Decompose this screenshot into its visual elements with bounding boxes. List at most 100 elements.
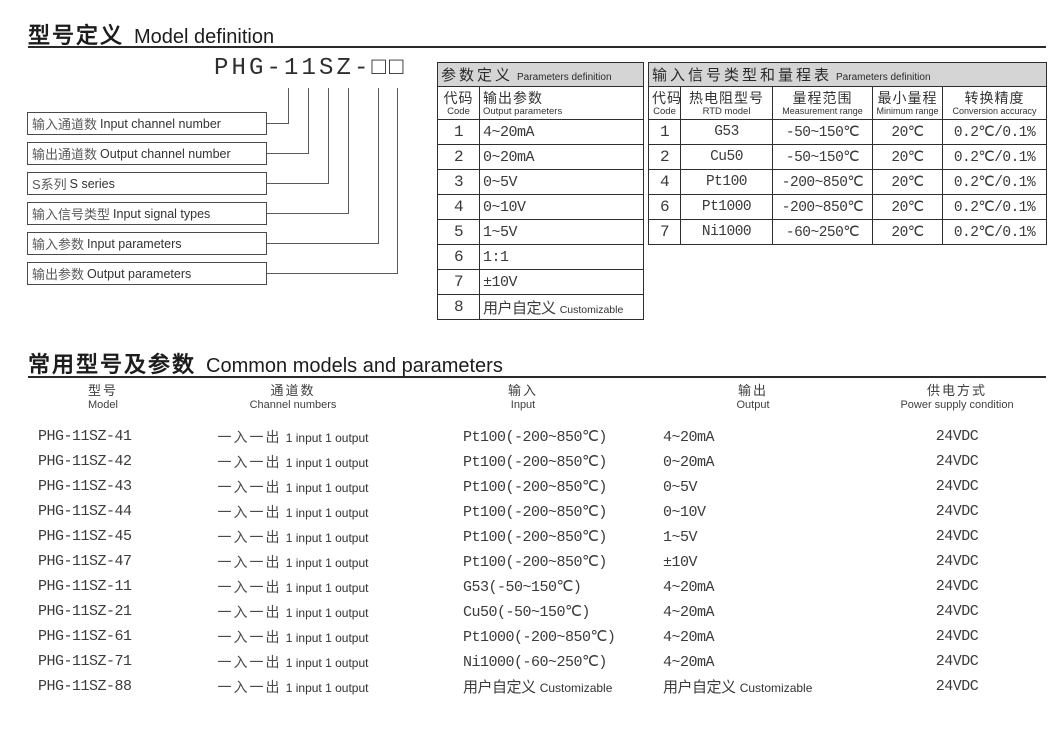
signal-table-title-en: Parameters definition <box>836 72 931 83</box>
cell-power-supply: 24VDC <box>935 553 979 570</box>
cell-input: G53(-50~150℃) <box>463 579 582 596</box>
cell-output: 0~20mA <box>663 453 715 471</box>
cell-rtd-model: Pt1000 <box>680 194 773 220</box>
connector-line-output-parameters <box>267 88 398 274</box>
cell-output: 用户自定义 Customizable <box>663 680 813 697</box>
cell-conversion-accuracy: 0.2℃/0.1% <box>941 119 1048 145</box>
common-models-table: 型号 Model 通道数 Channel numbers 输入 Input 输出… <box>28 382 1046 699</box>
cell-output-parameter: 1:1 <box>478 244 645 270</box>
cell-model: PHG-11SZ-45 <box>38 528 132 545</box>
model-definition-label-box: 输入信号类型 Input signal types <box>27 202 267 225</box>
cell-code: 5 <box>437 219 480 245</box>
cell-model: PHG-11SZ-61 <box>38 628 132 645</box>
signal-table-title-zh: 输入信号类型和量程表 <box>652 67 833 84</box>
cell-rtd-model: G53 <box>680 119 773 145</box>
col-header-input: 输入 Input <box>507 383 538 411</box>
label-zh: 输入参数 <box>32 237 85 252</box>
cell-output-parameter: 4~20mA <box>478 119 645 145</box>
cell-code: 6 <box>648 194 681 220</box>
signal-table-row: 6 Pt1000 -200~850℃ 20℃ 0.2℃/0.1% <box>648 194 1048 220</box>
cell-minimum-range: 20℃ <box>872 169 943 195</box>
cell-model: PHG-11SZ-42 <box>38 453 132 470</box>
common-models-row: PHG-11SZ-61 一入一出 1 input 1 output Pt1000… <box>28 624 1046 649</box>
parameters-table-row: 1 4~20mA <box>437 119 645 145</box>
common-models-row: PHG-11SZ-71 一入一出 1 input 1 output Ni1000… <box>28 649 1046 674</box>
common-models-row: PHG-11SZ-41 一入一出 1 input 1 output Pt100(… <box>28 424 1046 449</box>
cell-input: Pt100(-200~850℃) <box>463 504 607 521</box>
label-zh: 输出通道数 <box>32 147 98 162</box>
col-header-output: 输出 Output <box>736 383 770 411</box>
model-definition-label-box: S系列 S series <box>27 172 267 195</box>
parameters-table-row: 7 ±10V <box>437 269 645 295</box>
common-models-title-en: Common models and parameters <box>206 355 503 377</box>
label-zh: S系列 <box>32 177 67 192</box>
label-zh: 输入通道数 <box>32 117 98 132</box>
cell-code: 7 <box>437 269 480 295</box>
cell-channel-numbers: 一入一出 1 input 1 output <box>217 603 369 620</box>
cell-code: 2 <box>648 144 681 170</box>
parameters-table-title-zh: 参数定义 <box>441 67 514 84</box>
signal-table-row: 4 Pt100 -200~850℃ 20℃ 0.2℃/0.1% <box>648 169 1048 195</box>
cell-power-supply: 24VDC <box>935 503 979 520</box>
cell-channel-numbers: 一入一出 1 input 1 output <box>217 678 369 695</box>
cell-output: 1~5V <box>663 528 698 546</box>
cell-rtd-model: Cu50 <box>680 144 773 170</box>
cell-input: Cu50(-50~150℃) <box>463 604 590 621</box>
cell-minimum-range: 20℃ <box>872 119 943 145</box>
cell-code: 2 <box>437 144 480 170</box>
col-header-minimum-range: 最小量程 Minimum range <box>872 86 943 120</box>
connector-line-s-series <box>267 88 329 184</box>
cell-output: 4~20mA <box>663 603 715 621</box>
cell-power-supply: 24VDC <box>935 628 979 645</box>
cell-conversion-accuracy: 0.2℃/0.1% <box>941 169 1048 195</box>
label-en: Input parameters <box>87 236 182 251</box>
cell-output: 4~20mA <box>663 428 715 446</box>
cell-code: 8 <box>437 294 480 320</box>
cell-code: 3 <box>437 169 480 195</box>
cell-input: Ni1000(-60~250℃) <box>463 654 607 671</box>
common-models-title-zh: 常用型号及参数 <box>28 352 197 377</box>
cell-input: Pt100(-200~850℃) <box>463 454 607 471</box>
parameters-table-row: 8 用户自定义 Customizable <box>437 294 645 320</box>
cell-rtd-model: Pt100 <box>680 169 773 195</box>
cell-channel-numbers: 一入一出 1 input 1 output <box>217 628 369 645</box>
cell-conversion-accuracy: 0.2℃/0.1% <box>941 194 1048 220</box>
cell-input: Pt100(-200~850℃) <box>463 479 607 496</box>
cell-channel-numbers: 一入一出 1 input 1 output <box>217 653 369 670</box>
label-en: S series <box>69 176 115 191</box>
cell-output-parameter: 用户自定义 Customizable <box>478 294 645 320</box>
common-models-row: PHG-11SZ-45 一入一出 1 input 1 output Pt100(… <box>28 524 1046 549</box>
common-models-row: PHG-11SZ-21 一入一出 1 input 1 output Cu50(-… <box>28 599 1046 624</box>
model-definition-label-box: 输入参数 Input parameters <box>27 232 267 255</box>
col-header-code: 代码 Code <box>437 86 480 120</box>
cell-model: PHG-11SZ-88 <box>38 678 132 695</box>
parameters-table-row: 3 0~5V <box>437 169 645 195</box>
model-definition-title-en: Model definition <box>134 26 275 48</box>
cell-power-supply: 24VDC <box>935 578 979 595</box>
cell-output: 0~5V <box>663 478 698 496</box>
cell-input: Pt100(-200~850℃) <box>463 429 607 446</box>
cell-minimum-range: 20℃ <box>872 194 943 220</box>
connector-line-input-parameters <box>267 88 379 244</box>
cell-output-parameter: 0~5V <box>478 169 645 195</box>
cell-model: PHG-11SZ-71 <box>38 653 132 670</box>
model-definition-label-box: 输出参数 Output parameters <box>27 262 267 285</box>
cell-model: PHG-11SZ-44 <box>38 503 132 520</box>
label-en: Input signal types <box>113 206 211 221</box>
common-models-header-row: 型号 Model 通道数 Channel numbers 输入 Input 输出… <box>28 382 1046 420</box>
col-header-conversion-accuracy: 转换精度 Conversion accuracy <box>941 86 1048 120</box>
cell-power-supply: 24VDC <box>935 428 979 445</box>
cell-input: Pt1000(-200~850℃) <box>463 629 616 646</box>
label-en: Output channel number <box>100 146 231 161</box>
cell-output: 4~20mA <box>663 578 715 596</box>
model-definition-label-box: 输出通道数 Output channel number <box>27 142 267 165</box>
parameters-table-row: 6 1:1 <box>437 244 645 270</box>
cell-output-parameter: 1~5V <box>478 219 645 245</box>
cell-channel-numbers: 一入一出 1 input 1 output <box>217 478 369 495</box>
cell-model: PHG-11SZ-11 <box>38 578 132 595</box>
common-models-row: PHG-11SZ-11 一入一出 1 input 1 output G53(-5… <box>28 574 1046 599</box>
